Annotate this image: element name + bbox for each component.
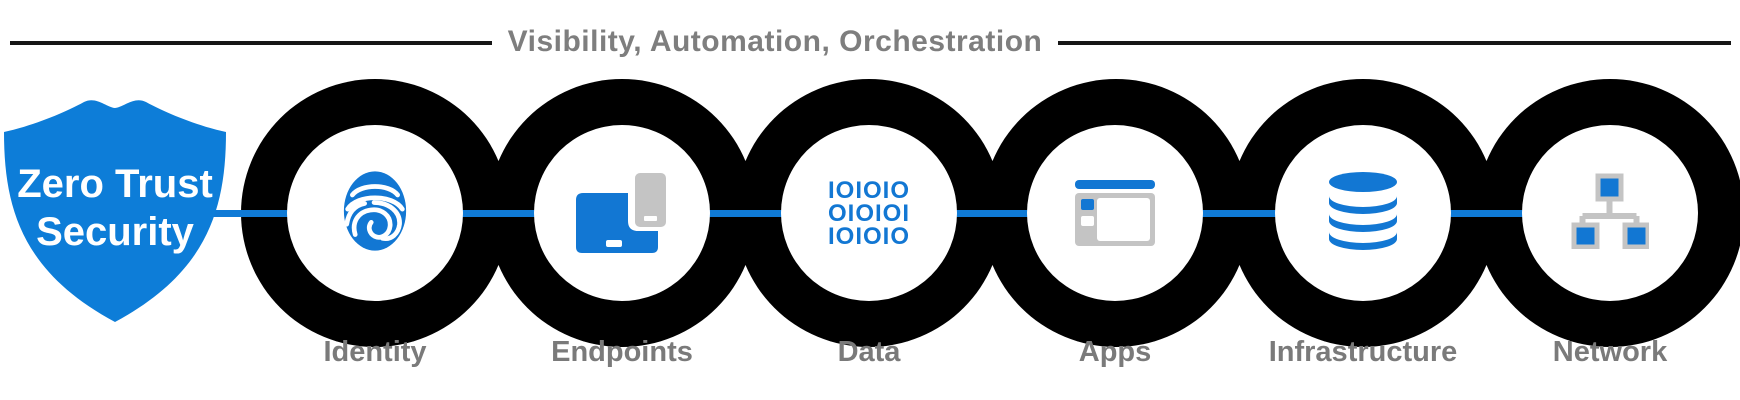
header-rule-left (10, 41, 492, 45)
node-label-identity: Identity (323, 336, 427, 368)
node-circle-endpoints (534, 125, 710, 301)
app-window-icon (1075, 180, 1155, 246)
binary-line: IOIOIO (827, 176, 910, 204)
app-window-tile-white (1081, 216, 1094, 226)
node-circle-infrastructure (1275, 125, 1451, 301)
app-window-tile-blue (1081, 199, 1094, 210)
laptop-and-phone-icon (576, 173, 668, 253)
node-label-apps: Apps (1078, 336, 1152, 368)
app-window-titlebar (1075, 180, 1155, 189)
node-circle-identity (287, 125, 463, 301)
diagram-title: Visibility, Automation, Orchestration (507, 25, 1043, 58)
laptop-icon (576, 193, 658, 258)
phone-button (644, 216, 657, 221)
network-nodes-icon (1571, 173, 1651, 254)
node-label-infrastructure: Infrastructure (1268, 336, 1458, 368)
header-rule-right (1058, 41, 1731, 45)
node-label-data: Data (837, 336, 901, 368)
app-window-content (1097, 198, 1150, 241)
phone-icon (635, 173, 666, 227)
fingerprint-icon (342, 170, 408, 257)
node-circle-data: IOIOIO OIOIOI IOIOIO (781, 125, 957, 301)
binary-line: IOIOIO (827, 222, 910, 250)
node-circle-apps (1027, 125, 1203, 301)
shield-icon (2, 80, 228, 329)
shield-title-line1: Zero Trust (17, 162, 213, 206)
node-circle-network (1522, 125, 1698, 301)
shield-title: Zero Trust Security (2, 160, 228, 256)
database-icon (1328, 171, 1398, 255)
binary-line: OIOIOI (827, 199, 910, 227)
node-label-network: Network (1552, 336, 1668, 368)
node-label-endpoints: Endpoints (551, 336, 693, 368)
binary-code-icon: IOIOIO OIOIOI IOIOIO (827, 176, 910, 250)
app-window-body (1075, 193, 1155, 246)
shield-title-line2: Security (36, 210, 194, 254)
